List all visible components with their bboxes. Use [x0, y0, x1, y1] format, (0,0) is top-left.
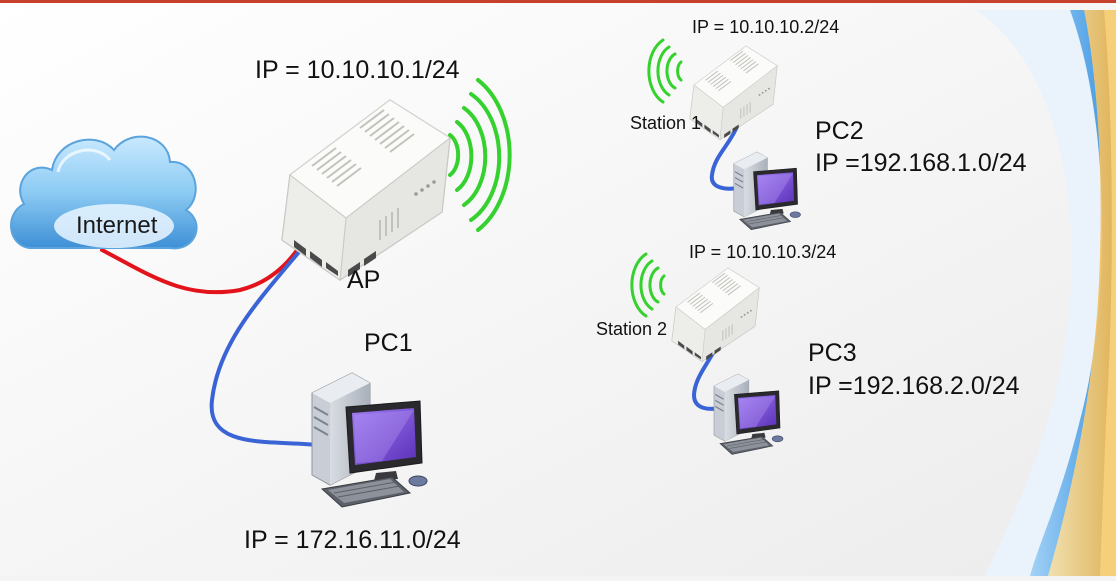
pc1-ip-label: IP = 172.16.11.0/24 — [244, 526, 461, 554]
ap-name-label: AP — [347, 266, 381, 294]
station2-name-label: Station 2 — [596, 319, 668, 339]
pc2-ip-label: IP =192.168.1.0/24 — [815, 149, 1027, 177]
cloud-label: Internet — [76, 212, 158, 239]
pc3-ip-label: IP =192.168.2.0/24 — [808, 372, 1020, 400]
cloud-icon — [10, 135, 198, 250]
pc3-name-label: PC3 — [808, 339, 857, 367]
station2-wifi-signal-icon — [630, 252, 666, 318]
station1-name-label: Station 1 — [630, 113, 702, 133]
top-border — [0, 0, 1116, 3]
ribbon-gold — [1048, 10, 1116, 576]
station1-wifi-signal-icon — [647, 38, 683, 104]
station1-ip-label: IP = 10.10.10.2/24 — [692, 17, 840, 37]
ap-wifi-signal-icon — [448, 78, 512, 232]
lan-link-pc1 — [209, 216, 328, 447]
ap-ip-label: IP = 10.10.10.1/24 — [255, 56, 460, 84]
station2-ip-label: IP = 10.10.10.3/24 — [689, 242, 837, 262]
pc2-name-label: PC2 — [815, 117, 864, 145]
pc1-name-label: PC1 — [364, 329, 413, 357]
ribbon-gold-edge — [1100, 10, 1116, 576]
